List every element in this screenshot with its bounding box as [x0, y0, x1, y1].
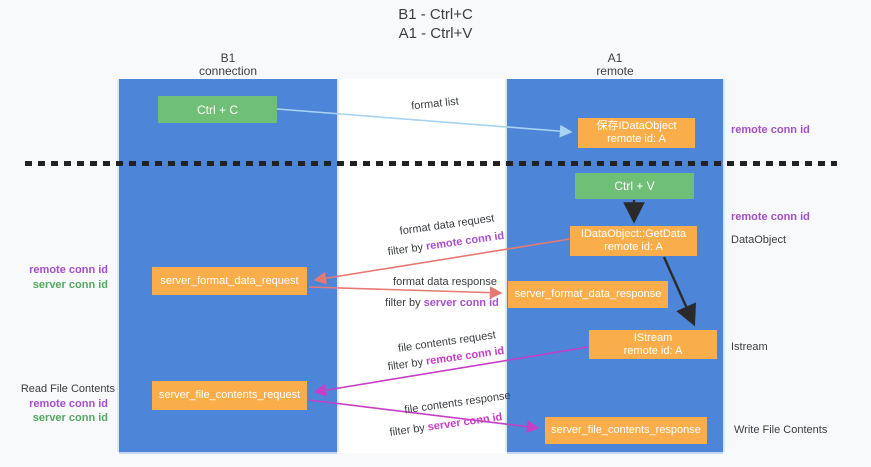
filter-prefix: filter by [385, 297, 424, 309]
server-file-contents-response-label: server_file_contents_response [551, 424, 701, 436]
label-remote-conn-id-left-1: remote conn id [29, 264, 108, 276]
box-server-format-data-request: server_format_data_request [152, 267, 307, 295]
box-idataobject-getdata: IDataObject::GetData remote id: A [570, 226, 697, 256]
title-line-2: A1 - Ctrl+V [398, 25, 473, 42]
istream-line1: IStream [633, 331, 673, 344]
box-ctrl-c: Ctrl + C [158, 96, 277, 123]
lane-a1-name: A1 [607, 51, 623, 65]
box-istream: IStream remote id: A [589, 330, 717, 359]
between-lanes-band [337, 79, 507, 453]
box-server-format-data-response: server_format_data_response [508, 281, 668, 308]
getdata-line1: IDataObject::GetData [580, 228, 687, 240]
label-read-file-contents: Read File Contents [20, 383, 115, 395]
lane-b1-role: connection [198, 64, 258, 78]
arrow-file-contents-response [308, 399, 540, 433]
server-file-contents-request-label: server_file_contents_request [158, 389, 301, 401]
label-server-conn-id-left-2: server conn id [32, 412, 108, 424]
lane-b1-name: B1 [220, 51, 236, 65]
arrow-file-contents-request [313, 346, 589, 397]
arrow-format-data-response [308, 286, 503, 300]
save-idataobject-line1: 保存IDataObject [596, 120, 677, 132]
istream-line2: remote id: A [623, 344, 683, 357]
arrow-format-list [276, 108, 573, 138]
label-format-data-response: format data response [393, 276, 497, 288]
filter-highlight-server: server conn id [423, 297, 499, 309]
arrow-getdata-to-istream [662, 256, 697, 327]
label-dataobject: DataObject [731, 234, 787, 246]
box-save-idataobject: 保存IDataObject remote id: A [578, 118, 695, 148]
label-server-conn-id-left-1: server conn id [32, 279, 108, 291]
save-idataobject-line2: remote id: A [607, 133, 666, 145]
box-ctrl-v: Ctrl + V [575, 173, 694, 199]
diagram-title: B1 - Ctrl+C A1 - Ctrl+V [0, 5, 871, 43]
label-istream: Istream [731, 341, 768, 353]
ctrl-c-label: Ctrl + C [196, 102, 238, 117]
server-format-data-response-label: server_format_data_response [514, 288, 662, 300]
getdata-line2: remote id: A [604, 241, 663, 253]
label-filter-by-server-1: filter by server conn id [372, 297, 512, 309]
arrow-format-data-request [313, 238, 571, 285]
lane-header-b1: B1 connection [119, 52, 337, 78]
label-write-file-contents: Write File Contents [734, 424, 828, 436]
phase-divider-dashed-line [25, 161, 837, 166]
box-server-file-contents-response: server_file_contents_response [545, 417, 707, 444]
title-line-1: B1 - Ctrl+C [398, 6, 473, 23]
label-remote-conn-id-right-top: remote conn id [731, 124, 810, 136]
lane-a1-role: remote [596, 64, 634, 78]
server-format-data-request-label: server_format_data_request [160, 274, 299, 287]
lane-header-a1: A1 remote [507, 52, 723, 78]
label-remote-conn-id-left-2: remote conn id [29, 398, 108, 410]
label-remote-conn-id-right-mid: remote conn id [731, 211, 810, 223]
ctrl-v-label: Ctrl + V [614, 179, 655, 193]
box-server-file-contents-request: server_file_contents_request [152, 381, 307, 410]
